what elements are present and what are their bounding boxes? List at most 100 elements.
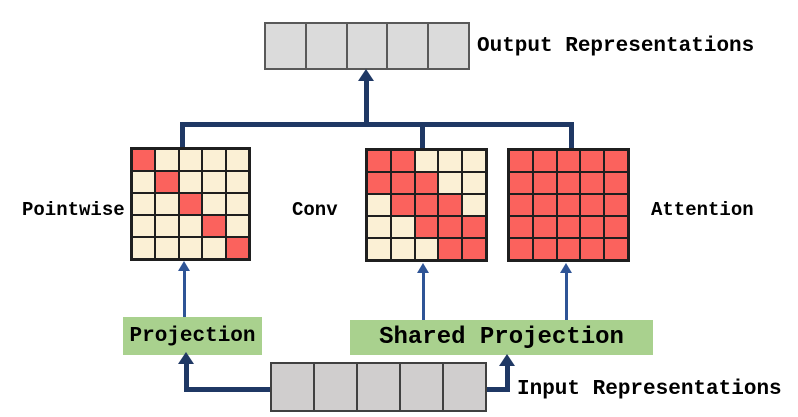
pointwise-matrix-cell xyxy=(178,171,203,193)
attention-matrix-cell xyxy=(532,194,557,216)
attention-matrix-cell xyxy=(556,238,581,260)
pointwise-label: Pointwise xyxy=(22,199,125,221)
attention-matrix-cell xyxy=(556,194,581,216)
pointwise-matrix xyxy=(130,147,251,261)
attention-label: Attention xyxy=(651,199,754,221)
conv-matrix-cell xyxy=(462,150,486,172)
input-cell xyxy=(315,364,358,410)
input-representations-label: Input Representations xyxy=(517,378,782,401)
input-to-projection-vertical-line xyxy=(184,363,189,392)
attention-matrix xyxy=(507,148,630,262)
pointwise-matrix-cell xyxy=(178,237,203,259)
conv-matrix-cell xyxy=(462,172,486,194)
input-cell xyxy=(272,364,315,410)
attention-matrix-cell xyxy=(509,216,533,238)
projection-to-pointwise-up-head-icon xyxy=(178,261,190,271)
input-cell xyxy=(401,364,444,410)
conv-matrix-cell xyxy=(414,194,439,216)
conv-matrix-cell xyxy=(390,150,415,172)
conv-label: Conv xyxy=(292,199,338,221)
attention-matrix-cell xyxy=(604,238,628,260)
input-cell xyxy=(444,364,485,410)
pointwise-matrix-cell xyxy=(202,193,226,215)
pointwise-matrix-cell xyxy=(132,171,156,193)
pointwise-matrix-cell xyxy=(178,193,203,215)
pointwise-matrix-cell xyxy=(225,171,249,193)
conv-matrix-cell xyxy=(414,238,439,260)
conv-matrix-cell xyxy=(462,216,486,238)
attention-matrix-cell xyxy=(532,172,557,194)
pointwise-matrix-cell xyxy=(225,149,249,171)
attention-matrix-cell xyxy=(509,238,533,260)
projection-to-pointwise-arrow-line xyxy=(183,270,186,317)
input-representations-strip xyxy=(270,362,487,412)
output-cell xyxy=(307,24,348,68)
attention-matrix-cell xyxy=(604,172,628,194)
connector-horizontal-line xyxy=(180,122,574,127)
output-arrow-line xyxy=(364,80,369,127)
attention-matrix-cell xyxy=(580,216,605,238)
pointwise-matrix-cell xyxy=(225,237,249,259)
connector-stub-attention xyxy=(569,122,574,150)
input-to-shared-horizontal-line xyxy=(487,387,510,392)
pointwise-matrix-cell xyxy=(225,215,249,237)
pointwise-matrix-cell xyxy=(132,237,156,259)
projection-box-label: Projection xyxy=(129,324,256,348)
projection-box: Projection xyxy=(123,317,262,355)
input-to-projection-horizontal-line xyxy=(184,387,270,392)
output-cell xyxy=(388,24,430,68)
output-arrow-up-head-icon xyxy=(358,69,374,81)
pointwise-matrix-cell xyxy=(155,149,179,171)
conv-matrix-cell xyxy=(367,172,391,194)
pointwise-matrix-cell xyxy=(178,215,203,237)
attention-matrix-cell xyxy=(604,194,628,216)
attention-matrix-cell xyxy=(604,150,628,172)
shared-to-attention-up-head-icon xyxy=(560,263,572,273)
shared-to-attention-arrow-line xyxy=(565,272,568,320)
conv-matrix-cell xyxy=(414,150,439,172)
conv-matrix-cell xyxy=(414,172,439,194)
conv-matrix-cell xyxy=(462,194,486,216)
attention-matrix-cell xyxy=(509,172,533,194)
conv-matrix-cell xyxy=(462,238,486,260)
conv-matrix-cell xyxy=(367,216,391,238)
input-to-shared-up-head-icon xyxy=(499,354,515,366)
conv-matrix-cell xyxy=(438,194,463,216)
input-cell xyxy=(358,364,401,410)
shared-to-conv-up-head-icon xyxy=(417,263,429,273)
attention-matrix-cell xyxy=(580,172,605,194)
conv-matrix-cell xyxy=(390,238,415,260)
pointwise-matrix-cell xyxy=(155,171,179,193)
attention-matrix-cell xyxy=(604,216,628,238)
conv-matrix-cell xyxy=(438,216,463,238)
pointwise-matrix-cell xyxy=(132,193,156,215)
input-to-projection-up-head-icon xyxy=(178,352,194,364)
conv-matrix-cell xyxy=(367,238,391,260)
attention-matrix-cell xyxy=(556,172,581,194)
pointwise-matrix-cell xyxy=(132,215,156,237)
pointwise-matrix-cell xyxy=(202,171,226,193)
conv-matrix-cell xyxy=(390,172,415,194)
output-cell xyxy=(266,24,307,68)
conv-matrix-cell xyxy=(438,150,463,172)
pointwise-matrix-cell xyxy=(225,193,249,215)
conv-matrix-cell xyxy=(367,194,391,216)
conv-matrix-cell xyxy=(414,216,439,238)
attention-matrix-cell xyxy=(556,216,581,238)
output-representations-label: Output Representations xyxy=(477,35,755,58)
attention-matrix-cell xyxy=(580,238,605,260)
pointwise-matrix-cell xyxy=(132,149,156,171)
pointwise-matrix-cell xyxy=(202,237,226,259)
conv-matrix xyxy=(365,148,488,262)
shared-to-conv-arrow-line xyxy=(422,272,425,320)
pointwise-matrix-cell xyxy=(178,149,203,171)
output-cell xyxy=(429,24,468,68)
attention-matrix-cell xyxy=(509,194,533,216)
output-cell xyxy=(348,24,389,68)
conv-matrix-cell xyxy=(438,238,463,260)
conv-matrix-cell xyxy=(390,194,415,216)
connector-stub-conv xyxy=(420,122,425,150)
conv-matrix-cell xyxy=(438,172,463,194)
connector-stub-pointwise xyxy=(180,122,185,149)
